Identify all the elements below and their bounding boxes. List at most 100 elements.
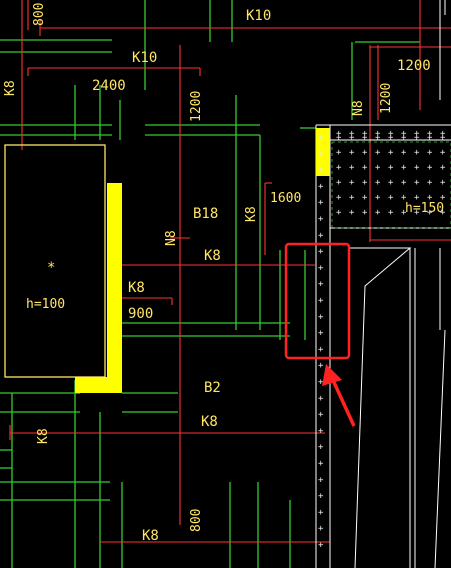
highlight-box bbox=[284, 242, 351, 360]
cross-marker: + bbox=[318, 394, 324, 404]
cross-marker: + bbox=[349, 163, 355, 173]
cross-marker: + bbox=[388, 163, 394, 173]
cross-marker: + bbox=[427, 133, 433, 143]
cross-marker: + bbox=[414, 133, 420, 143]
cross-marker: + bbox=[427, 178, 433, 188]
cross-marker: + bbox=[318, 149, 324, 159]
cross-marker: + bbox=[375, 208, 381, 218]
cross-marker: + bbox=[375, 178, 381, 188]
cross-marker: + bbox=[349, 208, 355, 218]
cross-marker: + bbox=[401, 208, 407, 218]
cross-marker: + bbox=[318, 475, 324, 485]
beam-grid bbox=[0, 0, 420, 568]
cross-marker: + bbox=[440, 148, 446, 158]
cross-marker: + bbox=[440, 129, 446, 139]
cross-marker: + bbox=[401, 148, 407, 158]
label-n8-mid: N8 bbox=[164, 230, 179, 246]
cross-marker: + bbox=[336, 208, 342, 218]
cross-marker: + bbox=[318, 378, 324, 388]
label-star: * bbox=[47, 260, 55, 276]
label-k10-mid: K10 bbox=[132, 50, 157, 66]
cross-marker: + bbox=[318, 541, 324, 551]
cross-marker: + bbox=[362, 163, 368, 173]
cross-marker: + bbox=[318, 459, 324, 469]
cross-hatch: + + + + + + + + + + + + + + + + + + + + + + + + + + + + + + + + + + + + + + + +… bbox=[318, 129, 446, 551]
slab-outline-h100 bbox=[4, 144, 106, 378]
cross-marker: + bbox=[401, 129, 407, 139]
highlight-arrow bbox=[322, 364, 356, 427]
cross-marker: + bbox=[349, 129, 355, 139]
cross-marker: + bbox=[318, 492, 324, 502]
cross-marker: + bbox=[318, 166, 324, 176]
cross-marker: + bbox=[388, 133, 394, 143]
cross-marker: + bbox=[414, 129, 420, 139]
cross-marker: + bbox=[375, 129, 381, 139]
cross-marker: + bbox=[362, 193, 368, 203]
label-k10-top: K10 bbox=[246, 8, 271, 24]
slab-h150-hatch bbox=[331, 141, 451, 229]
cross-marker: + bbox=[401, 163, 407, 173]
yellow-strip-topright bbox=[316, 128, 330, 176]
cross-marker: + bbox=[414, 208, 420, 218]
cross-marker: + bbox=[318, 524, 324, 534]
cross-marker: + bbox=[318, 508, 324, 518]
cross-marker: + bbox=[440, 208, 446, 218]
cross-marker: + bbox=[318, 198, 324, 208]
cross-marker: + bbox=[427, 129, 433, 139]
cross-marker: + bbox=[318, 182, 324, 192]
cross-marker: + bbox=[318, 280, 324, 290]
cross-marker: + bbox=[318, 361, 324, 371]
cross-marker: + bbox=[318, 215, 324, 225]
cross-marker: + bbox=[349, 133, 355, 143]
label-n8-top-right: N8 bbox=[351, 100, 366, 116]
label-h150: h=150 bbox=[405, 201, 444, 216]
cross-marker: + bbox=[318, 263, 324, 273]
slab-outlines bbox=[315, 0, 451, 568]
label-k8-left-top: K8 bbox=[3, 80, 18, 96]
cross-marker: + bbox=[388, 129, 394, 139]
cross-marker: + bbox=[362, 148, 368, 158]
cross-marker: + bbox=[414, 163, 420, 173]
label-b18: B18 bbox=[193, 206, 218, 222]
cross-marker: + bbox=[427, 208, 433, 218]
cross-marker: + bbox=[414, 178, 420, 188]
label-dim-800-bottom: 800 bbox=[189, 509, 204, 532]
label-k8-left-bottom: K8 bbox=[36, 428, 51, 444]
cross-marker: + bbox=[336, 193, 342, 203]
cross-marker: + bbox=[427, 148, 433, 158]
cross-marker: + bbox=[336, 148, 342, 158]
cross-marker: + bbox=[318, 312, 324, 322]
cross-marker: + bbox=[375, 193, 381, 203]
label-k8-lower: K8 bbox=[201, 414, 218, 430]
cross-marker: + bbox=[440, 193, 446, 203]
cross-marker: + bbox=[318, 329, 324, 339]
cross-marker: + bbox=[362, 178, 368, 188]
label-k8-bottom: K8 bbox=[142, 528, 159, 544]
label-k8-small: K8 bbox=[128, 280, 145, 296]
cross-marker: + bbox=[440, 133, 446, 143]
cross-marker: + bbox=[401, 178, 407, 188]
cross-marker: + bbox=[318, 443, 324, 453]
cross-marker: + bbox=[318, 345, 324, 355]
cross-marker: + bbox=[318, 410, 324, 420]
cross-marker: + bbox=[375, 148, 381, 158]
cross-marker: + bbox=[388, 208, 394, 218]
rebar-lines bbox=[9, 0, 451, 543]
cross-marker: + bbox=[336, 163, 342, 173]
cross-marker: + bbox=[375, 133, 381, 143]
label-dim-800-top: 800 bbox=[32, 3, 47, 26]
cross-marker: + bbox=[336, 129, 342, 139]
cross-marker: + bbox=[362, 129, 368, 139]
label-b2: B2 bbox=[204, 380, 221, 396]
cross-marker: + bbox=[388, 148, 394, 158]
cross-marker: + bbox=[388, 178, 394, 188]
cross-marker: + bbox=[427, 163, 433, 173]
cross-marker: + bbox=[401, 193, 407, 203]
label-dim-900: 900 bbox=[128, 306, 153, 322]
cross-marker: + bbox=[318, 133, 324, 143]
cross-marker: + bbox=[414, 148, 420, 158]
label-h100: h=100 bbox=[26, 297, 65, 312]
cross-marker: + bbox=[362, 133, 368, 143]
label-dim-1600: 1600 bbox=[270, 191, 301, 206]
